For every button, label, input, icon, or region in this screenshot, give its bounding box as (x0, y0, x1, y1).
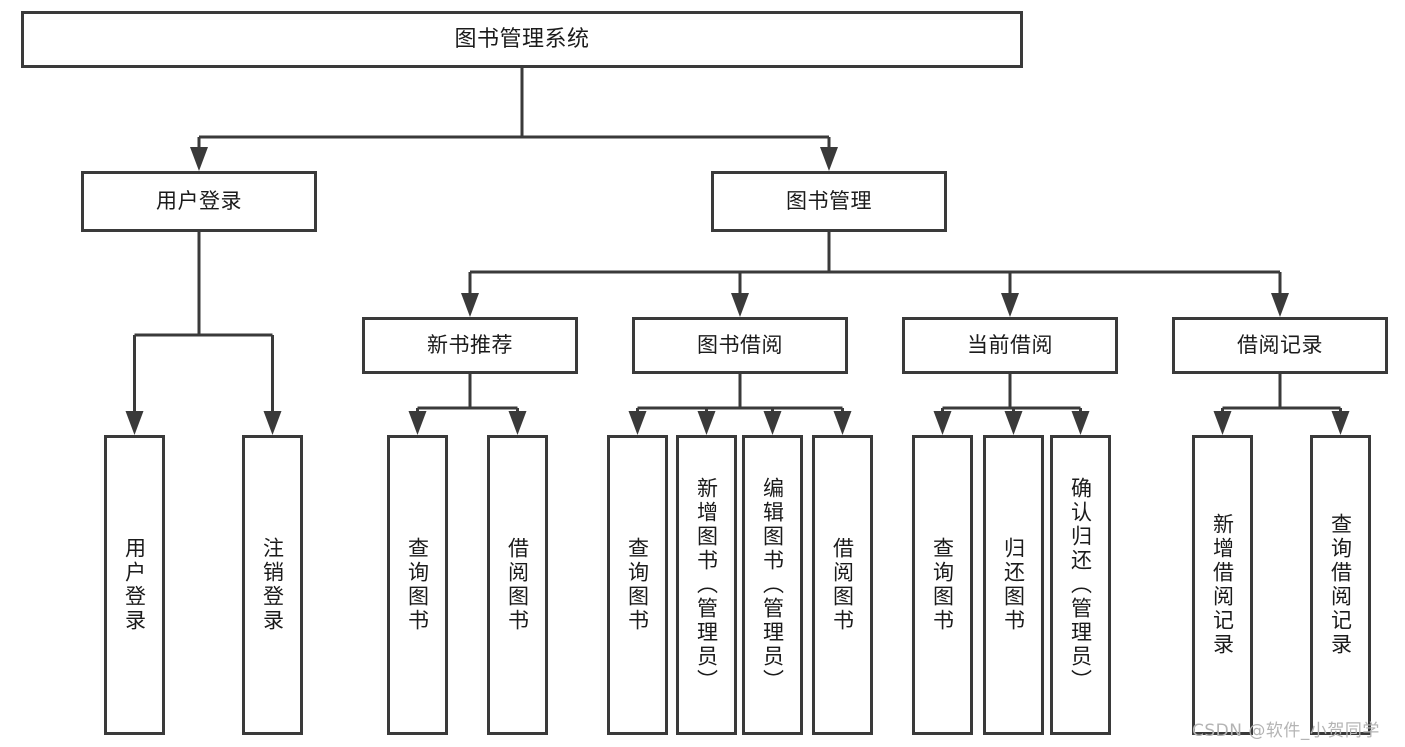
node-box-leaf-edit-book[interactable] (742, 435, 803, 735)
arrowhead-book-manage (820, 147, 838, 171)
node-box-leaf-confirm-return[interactable] (1050, 435, 1111, 735)
node-box-root[interactable] (21, 11, 1023, 68)
node-box-new-book-rec[interactable] (362, 317, 578, 374)
node-box-leaf-add-book[interactable] (676, 435, 737, 735)
arrowhead-leaf-query-book-rec (408, 411, 427, 435)
watermark-text: CSDN @软件_小贺同学 (1192, 721, 1380, 741)
arrowhead-book-borrow (731, 293, 749, 317)
node-box-book-manage[interactable] (711, 171, 947, 232)
connector-lines (125, 68, 1350, 435)
arrowhead-leaf-add-record (1213, 411, 1232, 435)
node-boxes (21, 11, 1388, 735)
arrowhead-current-borrow (1001, 293, 1019, 317)
arrowhead-leaf-borrow-book (833, 411, 852, 435)
arrowhead-leaf-confirm-return (1071, 411, 1090, 435)
node-box-leaf-user-login[interactable] (104, 435, 165, 735)
node-box-leaf-borrow-book-rec[interactable] (487, 435, 548, 735)
arrowhead-leaf-logout (263, 411, 282, 435)
node-box-leaf-borrow-book[interactable] (812, 435, 873, 735)
node-box-user-login[interactable] (81, 171, 317, 232)
arrowhead-leaf-query-book-borrow (628, 411, 647, 435)
node-box-book-borrow[interactable] (632, 317, 848, 374)
arrowhead-leaf-edit-book (763, 411, 782, 435)
node-box-leaf-query-record[interactable] (1310, 435, 1371, 735)
arrowhead-leaf-query-book-current (933, 411, 952, 435)
arrowhead-user-login (190, 147, 208, 171)
node-box-leaf-query-book-borrow[interactable] (607, 435, 668, 735)
arrowhead-leaf-borrow-book-rec (508, 411, 527, 435)
arrowhead-leaf-user-login (125, 411, 144, 435)
arrowhead-leaf-add-book (697, 411, 716, 435)
arrowhead-borrow-record (1271, 293, 1289, 317)
node-box-leaf-logout[interactable] (242, 435, 303, 735)
node-box-leaf-query-book-current[interactable] (912, 435, 973, 735)
node-box-current-borrow[interactable] (902, 317, 1118, 374)
node-box-leaf-add-record[interactable] (1192, 435, 1253, 735)
arrowhead-leaf-query-record (1331, 411, 1350, 435)
node-box-leaf-return-book[interactable] (983, 435, 1044, 735)
node-box-borrow-record[interactable] (1172, 317, 1388, 374)
node-box-leaf-query-book-rec[interactable] (387, 435, 448, 735)
arrowhead-new-book-rec (461, 293, 479, 317)
arrowhead-leaf-return-book (1004, 411, 1023, 435)
